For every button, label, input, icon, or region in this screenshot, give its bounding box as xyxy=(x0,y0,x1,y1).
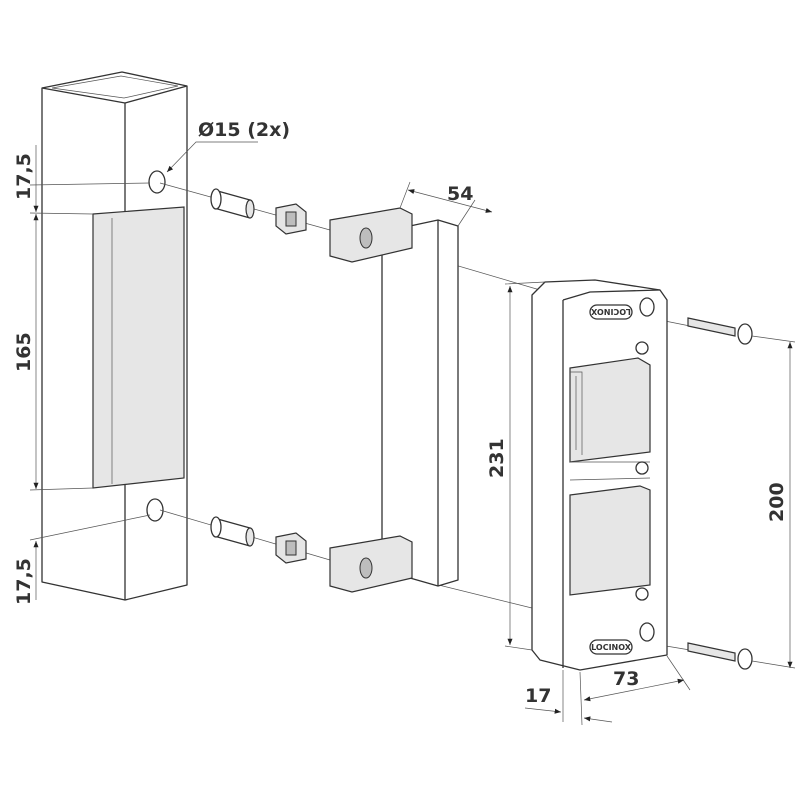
mounting-hole-top xyxy=(148,170,166,194)
logo-top: LOCINOX xyxy=(590,307,631,316)
dim-lock-height: 231 xyxy=(486,438,508,478)
dim-lock-width: 73 xyxy=(613,668,639,690)
hole-callout: Ø15 (2x) xyxy=(198,119,290,141)
screw-bottom xyxy=(687,642,753,670)
logo-bottom: LOCINOX xyxy=(591,643,632,652)
left-dimension-chain xyxy=(29,145,151,600)
dim-lock-depth: 17 xyxy=(525,685,551,707)
strike-slot xyxy=(92,206,185,489)
sleeve-insert-top xyxy=(210,188,255,219)
nut-bottom xyxy=(275,532,307,564)
nut-top xyxy=(275,203,307,235)
dim-slot-height: 165 xyxy=(13,332,35,372)
screw-top xyxy=(687,317,753,345)
dim-top-offset: 17,5 xyxy=(13,153,35,200)
mounting-hole-bottom xyxy=(146,498,164,522)
square-post xyxy=(41,71,188,601)
electric-strike-lock xyxy=(531,279,668,671)
hole-callout-leader xyxy=(166,141,258,173)
sleeve-insert-bottom xyxy=(210,516,255,547)
dim-screw-spacing: 200 xyxy=(766,482,788,522)
mounting-bracket xyxy=(329,207,459,593)
dim-bottom-offset: 17,5 xyxy=(13,558,35,605)
dim-bracket-depth: 54 xyxy=(447,183,473,205)
